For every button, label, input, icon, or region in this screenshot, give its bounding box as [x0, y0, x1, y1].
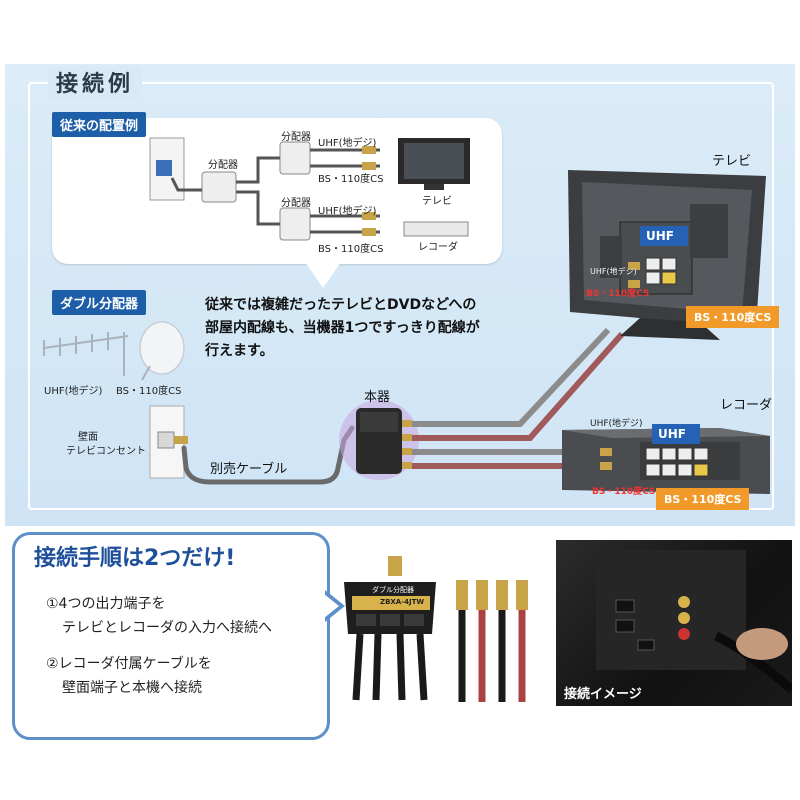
label-splitter-top: 分配器 [281, 132, 311, 143]
steps-box [12, 532, 330, 740]
recorder-uhf-badge: UHF [652, 424, 700, 444]
tv-uhf-badge: UHF [640, 226, 688, 246]
label-wall-2: テレビコンセント [66, 446, 146, 457]
conventional-tag: 従来の配置例 [52, 112, 147, 137]
product-label: ダブル分配器 [372, 586, 414, 594]
steps-title: 接続手順は2つだけ! [34, 546, 236, 571]
photo-content [596, 550, 792, 694]
product-splitter-icon [344, 556, 436, 634]
uhf-antenna-icon [43, 332, 129, 376]
step-1-line-2: テレビとレコーダの入力へ接続へ [62, 620, 272, 636]
main-splitter-icon [201, 171, 237, 203]
steps-tail-inner [324, 594, 339, 618]
label-splitter-main: 分配器 [208, 160, 238, 171]
bubble-tail [305, 262, 341, 288]
label-cable: 別売ケーブル [210, 462, 288, 477]
bs-dish-icon [139, 321, 185, 381]
photo-caption: 接続イメージ [564, 687, 642, 702]
product-plugs-icon [456, 580, 528, 702]
label-bs-bottom: BS・110度CS [318, 244, 384, 255]
label-bs-dish: BS・110度CS [116, 386, 182, 397]
callout-line-2: 部屋内配線も、当機器1つですっきり配線が [205, 320, 480, 336]
callout-line-1: 従来では複雑だったテレビとDVDなどへの [205, 297, 477, 313]
step-2-line-2: 壁面端子と本機へ接続 [62, 680, 202, 696]
recorder-uhf-small: UHF(地デジ) [590, 419, 643, 429]
callout-line-3: 行えます。 [205, 343, 274, 359]
recorder-bs-badge: BS・110度CS [656, 488, 750, 510]
label-tv: テレビ [422, 196, 452, 207]
tv-bs-badge: BS・110度CS [686, 306, 780, 328]
connection-photo [556, 540, 792, 706]
label-splitter-bottom: 分配器 [281, 198, 311, 209]
label-uhf-antenna: UHF(地デジ) [44, 386, 103, 397]
label-tv-name: テレビ [712, 154, 752, 169]
step-1-line-1: ①4つの出力端子を [46, 596, 166, 612]
label-unit: 本器 [364, 390, 391, 405]
label-recorder-name: レコーダ [720, 398, 773, 413]
product-model: ZBXA-4JTW [380, 598, 425, 606]
panel-frame [28, 82, 774, 510]
tv-bs-small: BS・110度CS [586, 289, 650, 299]
recorder-back-icon [562, 428, 770, 494]
label-recorder: レコーダ [418, 242, 458, 253]
label-bs-top: BS・110度CS [318, 174, 384, 185]
splitter-unit-icon [356, 408, 412, 474]
tv-back-icon [568, 170, 766, 340]
double-splitter-tag: ダブル分配器 [52, 290, 147, 315]
label-uhf-bottom: UHF(地デジ) [318, 206, 377, 217]
recorder-icon [403, 221, 469, 237]
wall-plate-icon [149, 405, 188, 479]
callout-text: 従来では複雑だったテレビとDVDなどへの 部屋内配線も、当機器1つですっきり配線… [205, 294, 535, 363]
recorder-bs-small: BS・110度CS [592, 487, 656, 497]
label-wall-1: 壁面 [78, 432, 98, 443]
step-2-line-1: ②レコーダ付属ケーブルを [46, 656, 212, 672]
tv-uhf-small: UHF(地デジ) [590, 267, 637, 276]
label-uhf-top: UHF(地デジ) [318, 138, 377, 149]
section-title: 接続例 [48, 66, 143, 98]
